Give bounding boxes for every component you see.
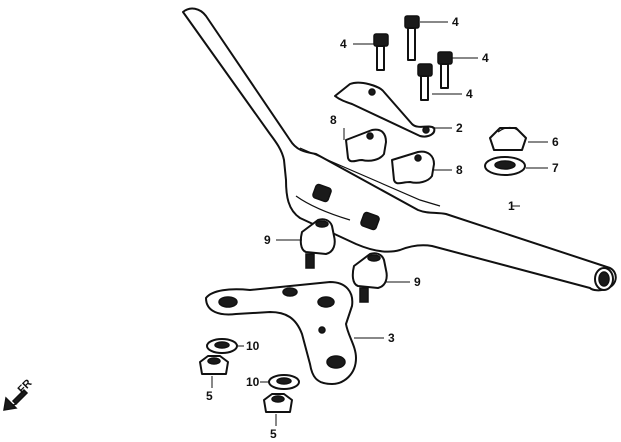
knurl-left [312,183,332,203]
callout-washer: 7 [552,161,559,175]
nut-b [263,393,293,413]
washer [484,156,526,176]
callout-bolt-b: 4 [340,37,347,51]
front-direction-indicator: FR [3,377,35,411]
callout-bolt-d: 4 [466,87,473,101]
callout-lower-holder-b: 9 [414,275,421,289]
bracket [205,281,357,385]
cap-nut [489,126,527,151]
bolt-a [404,15,420,61]
callout-bolt-a: 4 [452,15,459,29]
callout-nut-a: 5 [206,389,213,403]
callout-clip: 2 [456,121,463,135]
arrow-icon [3,388,29,411]
handlebar [182,7,617,292]
bolt-b [373,33,389,71]
callout-upper-holder-a: 8 [330,113,337,127]
callout-plain-washer-a: 10 [246,339,260,353]
callout-plain-washer-b: 10 [246,375,260,389]
callout-bolt-c: 4 [482,51,489,65]
leader-lines [211,21,548,426]
nut-a [199,355,229,375]
callout-handlebar: 1 [508,199,515,213]
bolt-c [437,51,453,89]
plain-washer-b [268,374,300,390]
lower-holder-b [351,252,388,303]
upper-holder-b [391,150,435,185]
callout-upper-holder-b: 8 [456,163,463,177]
bolt-d [417,63,433,101]
callout-cap-nut: 6 [552,135,559,149]
lower-holder-a [299,218,336,269]
upper-holder-a [345,128,387,163]
clip [334,81,436,138]
callout-bracket: 3 [388,331,395,345]
callout-lower-holder-a: 9 [264,233,271,247]
plain-washer-a [206,338,238,354]
front-label: FR [16,377,35,396]
knurl-right [360,211,380,231]
callout-nut-b: 5 [270,427,277,441]
